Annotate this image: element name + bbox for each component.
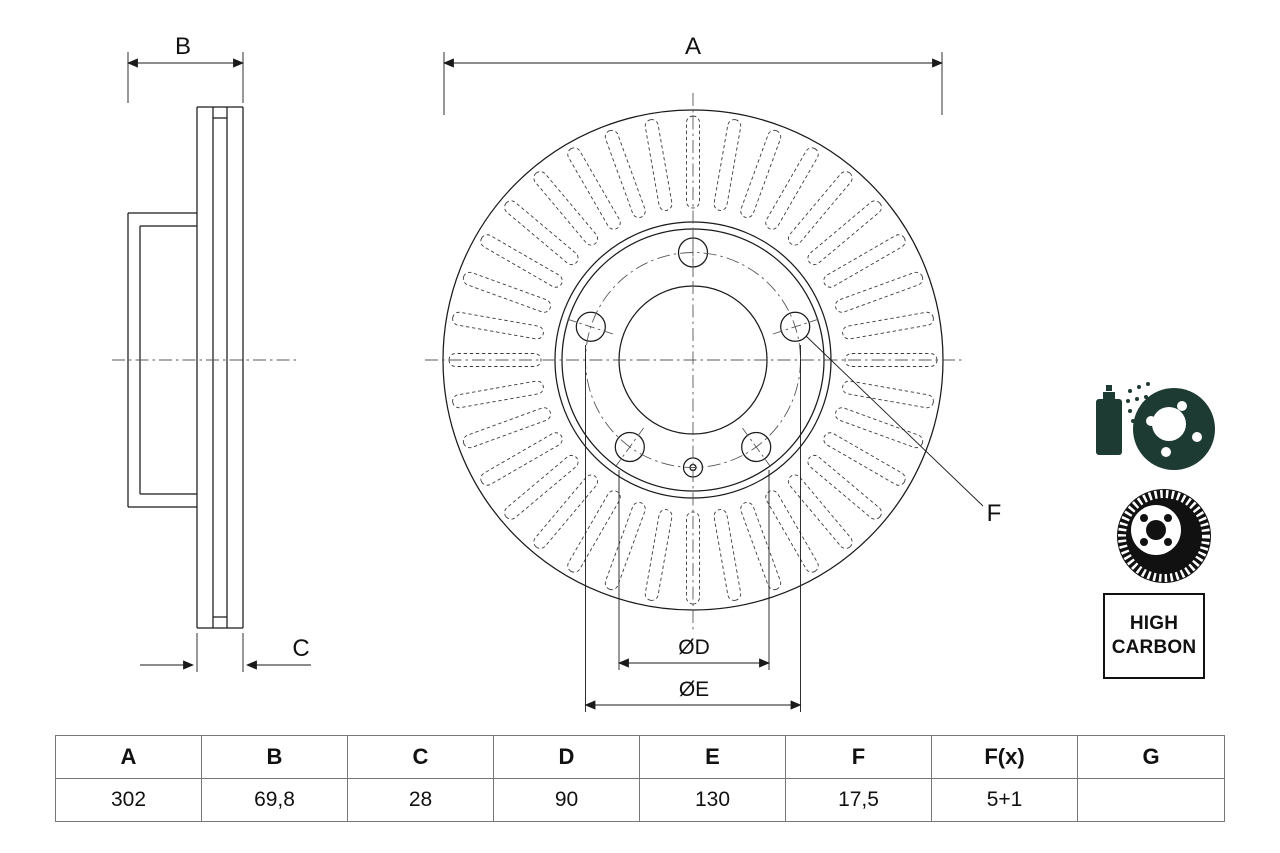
dim-b-label: B <box>175 33 191 60</box>
spec-col-header: F <box>786 736 932 779</box>
brake-disc-icon <box>1117 489 1211 583</box>
high-carbon-line1: HIGH <box>1129 612 1179 634</box>
spec-value: 90 <box>494 779 640 821</box>
spec-table-value-row: 302 69,8 28 90 130 17,5 5+1 <box>56 779 1224 821</box>
spec-value: 17,5 <box>786 779 932 821</box>
dim-c-label: C <box>292 635 309 662</box>
drawing-canvas: A B C F ØD ØE <box>112 33 1215 712</box>
high-carbon-badge: HIGH CARBON <box>1103 593 1205 679</box>
spec-col-header: D <box>494 736 640 779</box>
spec-value: 69,8 <box>202 779 348 821</box>
extension-lines <box>127 52 984 712</box>
dim-f-label: F <box>987 500 1002 527</box>
dim-a-label: A <box>685 33 701 60</box>
spec-col-header: G <box>1078 736 1224 779</box>
spec-col-header: C <box>348 736 494 779</box>
high-carbon-line2: CARBON <box>1111 637 1197 658</box>
spec-col-header: A <box>56 736 202 779</box>
spec-col-header: B <box>202 736 348 779</box>
spec-value <box>1078 779 1224 821</box>
side-view-cross-section <box>127 106 244 629</box>
dimension-lines <box>126 58 944 710</box>
spray-coating-icon <box>1096 382 1215 470</box>
spec-value: 5+1 <box>932 779 1078 821</box>
spec-value: 130 <box>640 779 786 821</box>
spec-col-header: F(x) <box>932 736 1078 779</box>
dim-e-label: ØE <box>679 678 709 701</box>
spec-table-header-row: A B C D E F F(x) G <box>56 736 1224 779</box>
spec-value: 302 <box>56 779 202 821</box>
dim-d-label: ØD <box>678 636 710 659</box>
spec-col-header: E <box>640 736 786 779</box>
spec-table: A B C D E F F(x) G 302 69,8 28 90 130 17… <box>55 735 1225 822</box>
spec-value: 28 <box>348 779 494 821</box>
center-lines <box>112 93 962 630</box>
